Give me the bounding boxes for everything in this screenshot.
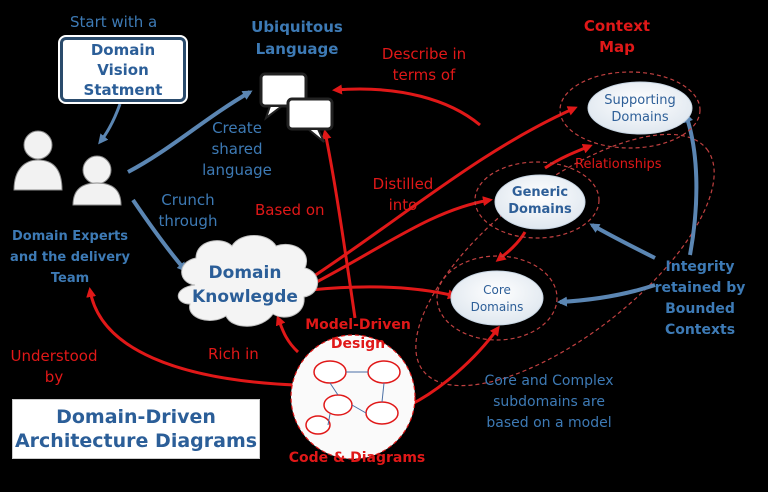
core-domains-node	[450, 270, 544, 326]
understood-line-2: by	[44, 368, 64, 386]
badge-line-1: Domain-Driven	[56, 406, 216, 428]
experts-line-2: and the delivery	[10, 250, 130, 265]
generic-ring	[474, 161, 600, 239]
supporting-line-1: Supporting	[604, 93, 676, 108]
core-domains-label: Core Domains	[455, 282, 539, 316]
supporting-line-2: Domains	[611, 110, 669, 125]
arrow-integrity-to-generic	[589, 223, 656, 260]
core-complex-line-2: subdomains are	[493, 394, 605, 410]
supporting-ring	[559, 71, 701, 149]
domain-vision-statement-box: Domain Vision Statment	[60, 37, 186, 102]
describe-line-2: terms of	[392, 66, 456, 84]
integrity-line-1: Integrity	[665, 259, 735, 275]
core-ring	[436, 255, 558, 341]
arrow-integrity-to-supporting	[683, 112, 699, 256]
code-diagrams-label: Code & Diagrams	[288, 450, 426, 466]
based-on-label: Based on	[255, 201, 325, 219]
integrity-line-4: Contexts	[664, 322, 736, 338]
vision-line-3: Statment	[83, 80, 163, 99]
context-line-2: Map	[599, 38, 635, 56]
mdd-line-2: Design	[330, 336, 386, 352]
create-line-3: language	[202, 161, 272, 179]
context-map-label: Context Map	[578, 16, 656, 58]
core-complex-label: Core and Complex subdomains are based on…	[474, 371, 624, 434]
arrow-generic-to-supporting	[544, 143, 593, 170]
context-line-1: Context	[583, 17, 651, 35]
generic-domains-node	[494, 174, 586, 230]
crunch-line-2: through	[158, 212, 218, 230]
generic-line-2: Domains	[508, 202, 572, 217]
arrow-experts-to-language	[127, 90, 253, 174]
integrity-line-2: retained by	[654, 280, 746, 296]
crunch-through-label: Crunch through	[152, 190, 224, 232]
core-line-2: Domains	[470, 300, 524, 314]
relationships-label: Relationships	[575, 157, 662, 172]
integrity-label: Integrity retained by Bounded Contexts	[638, 257, 762, 341]
create-line-1: Create	[212, 119, 262, 137]
model-driven-design-label: Model-Driven Design	[296, 316, 420, 354]
arrow-knowledge-to-supporting	[304, 106, 578, 284]
describe-line-1: Describe in	[381, 45, 467, 63]
badge-line-2: Architecture Diagrams	[14, 430, 258, 452]
understood-by-label: Understood by	[6, 346, 102, 388]
ubiquitous-line-1: Ubiquitous	[251, 18, 343, 36]
arrow-code-rich-in	[275, 315, 300, 354]
supporting-domains-label: Supporting Domains	[592, 92, 688, 126]
arrow-to-language-describe	[332, 84, 481, 127]
title-badge: Domain-Driven Architecture Diagrams	[12, 399, 260, 459]
generic-domains-label: Generic Domains	[498, 184, 582, 218]
start-with-label: Start with a	[70, 13, 158, 31]
arrow-knowledge-to-generic	[304, 196, 493, 290]
vision-line-2: Vision	[97, 60, 149, 79]
create-line-2: shared	[211, 140, 263, 158]
rich-in-label: Rich in	[208, 345, 259, 363]
knowledge-line-1: Domain	[208, 263, 282, 283]
understood-line-1: Understood	[10, 347, 98, 365]
distilled-into-label: Distilled into	[368, 174, 438, 216]
ubiquitous-language-label: Ubiquitous Language	[236, 16, 358, 60]
core-complex-line-3: based on a model	[486, 415, 612, 431]
crunch-line-1: Crunch	[161, 191, 215, 209]
arrow-code-understood-by	[86, 287, 296, 387]
domain-experts-label: Domain Experts and the delivery Team	[3, 226, 137, 289]
ubiquitous-line-2: Language	[255, 40, 339, 58]
arrow-vision-to-experts	[98, 103, 122, 145]
mdd-line-1: Model-Driven	[305, 317, 411, 333]
arrow-code-to-core	[409, 325, 500, 407]
supporting-domains-node	[587, 81, 693, 135]
people-icon	[13, 130, 122, 206]
arrow-generic-to-core	[495, 231, 527, 262]
speech-bubbles-icon	[259, 72, 334, 143]
arrow-mdd-based-on	[321, 129, 357, 319]
arrow-experts-to-knowledge	[131, 198, 187, 273]
experts-line-1: Domain Experts	[11, 229, 129, 244]
cloud-icon	[177, 235, 319, 327]
arrow-knowledge-to-core	[309, 285, 458, 300]
experts-line-3: Team	[50, 271, 90, 286]
integrity-line-3: Bounded	[665, 301, 735, 317]
code-diagram-icon	[290, 334, 416, 460]
distilled-line-1: Distilled	[372, 175, 434, 193]
core-line-1: Core	[483, 283, 511, 297]
domain-knowledge-label: Domain Knowlegde	[186, 261, 304, 309]
create-shared-language-label: Create shared language	[198, 118, 276, 181]
core-complex-line-1: Core and Complex	[484, 373, 614, 389]
distilled-line-2: into	[388, 196, 418, 214]
vision-line-1: Domain	[90, 40, 156, 59]
generic-line-1: Generic	[511, 185, 569, 200]
arrow-integrity-to-core	[557, 283, 656, 307]
knowledge-line-2: Knowlegde	[192, 287, 298, 307]
describe-in-terms-label: Describe in terms of	[374, 44, 474, 86]
